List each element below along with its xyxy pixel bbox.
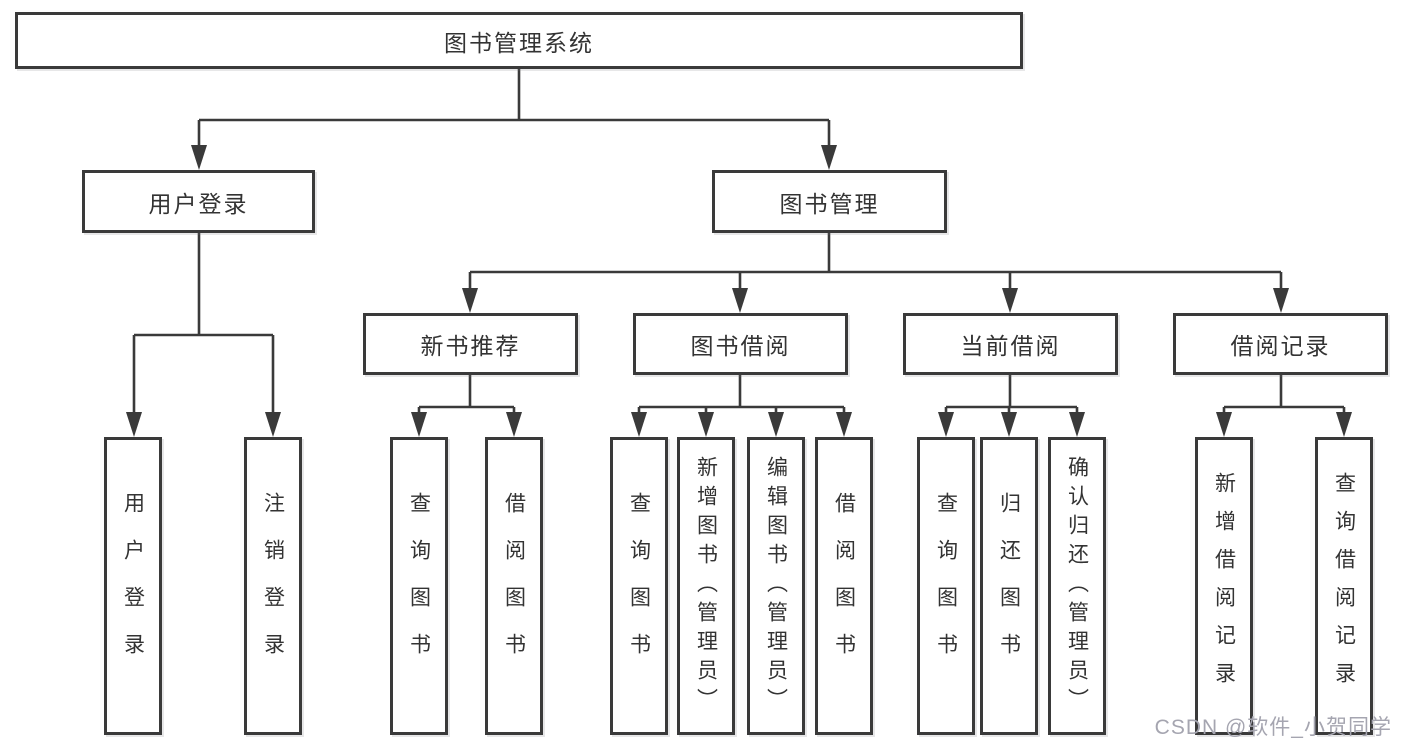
leaf-records-add-record-label: 新增借阅记录 [1212,472,1236,700]
connector-book-management-children [462,233,1289,313]
watermark: CSDN @软件_小贺同学 [1154,716,1392,739]
leaf-current-confirm-return-admin: 确认归还（管理员） [1048,437,1106,735]
node-borrow-records: 借阅记录 [1173,313,1388,375]
node-current-borrow: 当前借阅 [903,313,1118,375]
connector-user-login-children [126,233,281,437]
leaf-borrow-add-books-admin: 新增图书（管理员） [677,437,735,735]
leaf-borrow-query-books-label: 查询图书 [627,492,651,680]
leaf-borrow-edit-books-admin-label: 编辑图书（管理员） [764,455,788,717]
node-book-borrow-label: 图书借阅 [690,333,791,359]
leaf-current-return-books-label: 归还图书 [997,492,1021,680]
leaf-records-query-record: 查询借阅记录 [1315,437,1373,735]
leaf-current-confirm-return-admin-label: 确认归还（管理员） [1065,455,1089,717]
connector-new-book-children [411,375,522,437]
leaf-borrow-borrow-books-label: 借阅图书 [832,492,856,680]
node-book-management: 图书管理 [712,170,947,233]
node-book-borrow: 图书借阅 [633,313,848,375]
leaf-borrow-edit-books-admin: 编辑图书（管理员） [747,437,805,735]
node-new-book-recommend: 新书推荐 [363,313,578,375]
leaf-current-query-books-label: 查询图书 [934,492,958,680]
leaf-borrow-add-books-admin-label: 新增图书（管理员） [694,455,718,717]
leaf-records-add-record: 新增借阅记录 [1195,437,1253,735]
leaf-user-login-label: 用户登录 [121,492,145,680]
leaf-current-query-books: 查询图书 [917,437,975,735]
connector-book-borrow-children [631,375,852,437]
leaf-recommend-query-books: 查询图书 [390,437,448,735]
node-user-login-label: 用户登录 [148,190,249,217]
node-library-system: 图书管理系统 [15,12,1023,69]
leaf-user-login: 用户登录 [104,437,162,735]
node-borrow-records-label: 借阅记录 [1230,333,1331,359]
leaf-recommend-borrow-books: 借阅图书 [485,437,543,735]
leaf-logout: 注销登录 [244,437,302,735]
node-book-management-label: 图书管理 [779,190,880,217]
connector-borrow-records-children [1216,375,1352,437]
node-current-borrow-label: 当前借阅 [960,333,1061,359]
leaf-borrow-borrow-books: 借阅图书 [815,437,873,735]
node-library-system-label: 图书管理系统 [444,29,594,56]
connector-current-borrow-children [938,375,1085,437]
node-new-book-recommend-label: 新书推荐 [420,333,521,359]
leaf-records-query-record-label: 查询借阅记录 [1332,472,1356,700]
node-user-login: 用户登录 [82,170,315,233]
leaf-logout-label: 注销登录 [261,492,285,680]
leaf-recommend-query-books-label: 查询图书 [407,492,431,680]
connector-root-to-level2 [191,69,837,170]
leaf-recommend-borrow-books-label: 借阅图书 [502,492,526,680]
leaf-borrow-query-books: 查询图书 [610,437,668,735]
leaf-current-return-books: 归还图书 [980,437,1038,735]
